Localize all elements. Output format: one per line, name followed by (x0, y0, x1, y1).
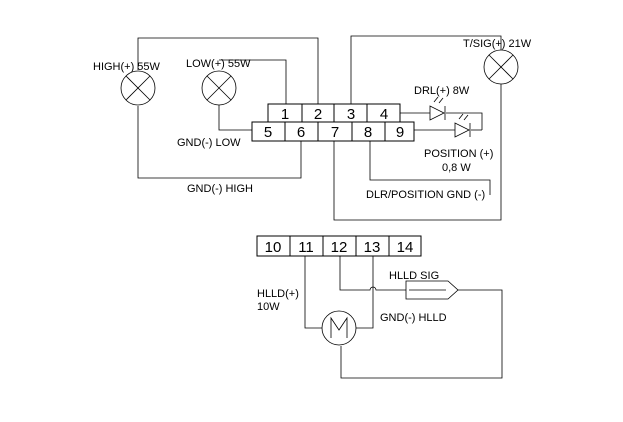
label-hlld-line2: 10W (257, 301, 280, 313)
label-drl: DRL(+) 8W (414, 85, 470, 97)
label-drl-position-gnd: DLR/POSITION GND (-) (366, 189, 485, 201)
pin-4: 4 (380, 106, 388, 123)
pin-5: 5 (264, 124, 272, 141)
pin-2: 2 (314, 106, 322, 123)
pin-7: 7 (331, 124, 339, 141)
wire-drl-position-gnd (369, 141, 491, 195)
label-tsig: T/SIG(+) 21W (463, 38, 532, 50)
label-gnd-high: GND(-) HIGH (187, 183, 253, 195)
pin-1: 1 (281, 106, 289, 123)
pin-11: 11 (298, 239, 314, 256)
pin-14: 14 (397, 239, 414, 256)
wire-hlld-sig-out (340, 289, 503, 379)
pin-box (388, 235, 422, 257)
label-position-line1: POSITION (+) (424, 148, 493, 160)
pin-3: 3 (347, 106, 355, 123)
hlld-motor-icon (321, 310, 357, 346)
label-position-line2: 0,8 W (442, 162, 471, 174)
pin-6: 6 (297, 124, 305, 141)
label-low: LOW(+) 55W (186, 58, 251, 70)
wire-gnd-hlld (356, 256, 374, 329)
pin-13: 13 (364, 239, 381, 256)
wire-hlld-sig-in (339, 256, 406, 291)
connector-bottom: 10 11 12 13 14 (256, 235, 422, 257)
label-gnd-low: GND(-) LOW (177, 137, 241, 149)
label-high: HIGH(+) 55W (93, 61, 161, 73)
wire-gnd-high (137, 106, 302, 179)
label-hlld-sig: HLLD SIG (389, 270, 439, 282)
hlld-sig-connector-icon (405, 280, 459, 300)
wire-tsig-ground (333, 84, 502, 221)
drl-led-icon (429, 96, 446, 121)
pin-10: 10 (265, 239, 282, 256)
wire-drl-out (446, 112, 483, 130)
label-gnd-hlld: GND(-) HLLD (380, 312, 447, 324)
wire-low-positive (219, 59, 287, 104)
wire-high-positive (137, 37, 319, 104)
low-beam-lamp-icon (201, 70, 237, 106)
pin-8: 8 (364, 124, 372, 141)
high-beam-lamp-icon (120, 70, 156, 106)
pin-12: 12 (331, 239, 348, 256)
turn-signal-lamp-icon (483, 49, 519, 85)
connector-top: 1 2 3 4 5 6 7 8 9 (251, 103, 415, 142)
label-hlld-line1: HLLD(+) (257, 288, 299, 300)
wire-tsig-positive (350, 35, 502, 104)
pin-9: 9 (396, 124, 404, 141)
wire-hlld-positive (304, 256, 322, 329)
position-led-icon (454, 113, 471, 138)
wire-gnd-low (218, 105, 252, 131)
pin-box (384, 121, 415, 142)
